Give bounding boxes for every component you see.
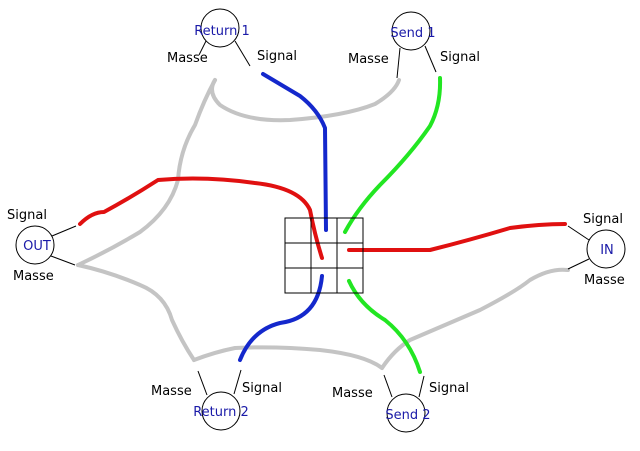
jack-out-ground-label: Masse xyxy=(13,269,54,284)
jack-return1-ground-label: Masse xyxy=(167,51,208,66)
jack-in-name: IN xyxy=(600,243,614,258)
jack-send1-signal-label: Signal xyxy=(440,50,480,65)
jack-send2: Send 2 Masse Signal xyxy=(332,374,469,433)
jack-send1: Send 1 Masse Signal xyxy=(348,11,480,79)
signal-wire-send2 xyxy=(347,279,422,374)
jack-return2-signal-label: Signal xyxy=(242,381,282,396)
jack-out-name: OUT xyxy=(23,239,51,254)
ground-wire-out-return2 xyxy=(76,263,196,362)
jack-return2-name: Return 2 xyxy=(193,405,249,420)
signal-wire-return1 xyxy=(261,72,328,232)
jack-send1-name: Send 1 xyxy=(390,26,435,41)
signal-wire-return2 xyxy=(238,274,324,362)
jack-send2-ground-label: Masse xyxy=(332,386,373,401)
jack-out-signal-label: Signal xyxy=(7,208,47,223)
signal-wire-send1 xyxy=(343,76,443,234)
jack-return2-ground-label: Masse xyxy=(151,384,192,399)
jack-send2-name: Send 2 xyxy=(385,408,430,423)
jack-send2-signal-label: Signal xyxy=(429,381,469,396)
ground-wire-return1-out xyxy=(76,78,217,267)
jack-in-signal-label: Signal xyxy=(583,212,623,227)
ground-wire-send2-in xyxy=(380,267,570,370)
jack-in: IN Signal Masse xyxy=(567,212,626,288)
jack-return2: Return 2 Masse Signal xyxy=(151,369,282,431)
switch-matrix xyxy=(284,217,364,294)
jack-in-ground-label: Masse xyxy=(584,273,625,288)
signal-wire-out xyxy=(78,176,324,260)
jack-return1-signal-label: Signal xyxy=(257,49,297,64)
jack-return1: Return 1 Masse Signal xyxy=(167,8,297,67)
jack-return1-name: Return 1 xyxy=(194,24,250,39)
jack-out: OUT Signal Masse xyxy=(7,208,77,284)
ground-wire-return1-send1 xyxy=(209,78,401,123)
signal-wire-in xyxy=(347,222,567,252)
jack-send1-ground-label: Masse xyxy=(348,52,389,67)
ground-wire-return2-send2 xyxy=(192,345,384,370)
